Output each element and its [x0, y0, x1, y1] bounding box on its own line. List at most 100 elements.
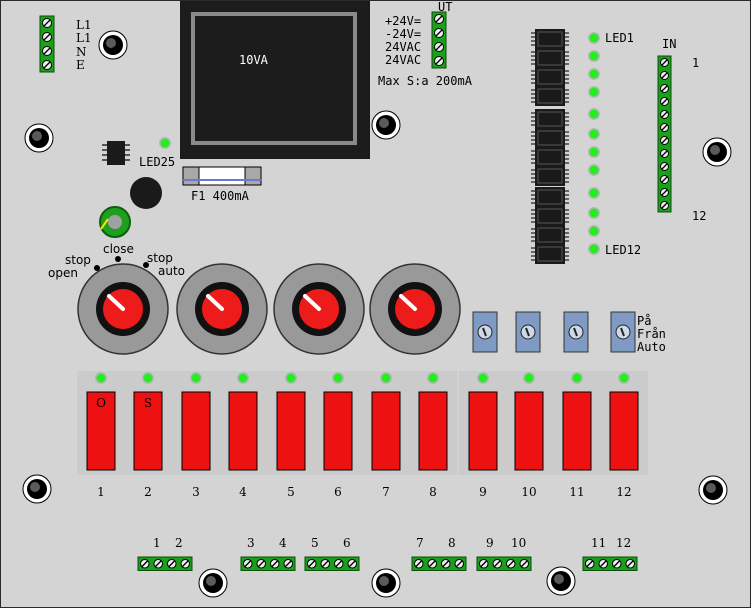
mode-switch-3[interactable]	[563, 311, 589, 353]
out-label-4: 24VAC	[385, 53, 422, 67]
relay-led-2	[142, 372, 154, 384]
relay-number-6: 6	[334, 485, 342, 499]
output-terminal-block-1[interactable]	[137, 556, 193, 571]
knob-position-dot-2	[115, 256, 121, 262]
selector-knob-1[interactable]	[77, 263, 169, 355]
relay-number-8: 8	[429, 485, 437, 499]
trim-potentiometer[interactable]	[99, 206, 131, 238]
led-3	[588, 68, 600, 80]
switch-label-auto: Auto	[637, 340, 666, 354]
power-label-n: N	[76, 45, 87, 59]
relay-number-3: 3	[192, 485, 200, 499]
bottom-terminal-label: 8	[448, 536, 456, 550]
power-terminal[interactable]	[39, 15, 55, 73]
output-terminal-block-5[interactable]	[476, 556, 532, 571]
relay-number-1: 1	[97, 485, 105, 499]
led-1	[588, 32, 600, 44]
relay-mark-2: S	[143, 396, 153, 410]
knob-pos-auto: auto	[158, 264, 186, 278]
relay-number-9: 9	[479, 485, 487, 499]
relay-number-10: 10	[521, 485, 537, 499]
relay-mark-1: O	[96, 396, 106, 410]
relay-led-5	[285, 372, 297, 384]
relay-led-9	[477, 372, 489, 384]
knob-pos-stop-2: stop	[147, 251, 173, 265]
transformer	[180, 1, 370, 159]
knob-position-dot-1	[94, 265, 100, 271]
relay-led-7	[380, 372, 392, 384]
relay-6	[314, 371, 362, 475]
relay-number-5: 5	[287, 485, 295, 499]
relay-number-11: 11	[569, 485, 585, 499]
power-label-l1b: L1	[76, 31, 92, 45]
relay-2	[124, 371, 172, 475]
relay-7	[362, 371, 410, 475]
relay-12	[600, 371, 648, 475]
mounting-hole-1	[98, 30, 128, 60]
driver-ic-group-2	[531, 109, 569, 186]
switch-label-pa: På	[637, 314, 652, 328]
bottom-terminal-label: 5	[311, 536, 319, 550]
output-terminal-block-4[interactable]	[411, 556, 467, 571]
bottom-terminal-label: 10	[511, 536, 527, 550]
mounting-hole-7	[198, 568, 228, 598]
mode-switch-2[interactable]	[515, 311, 541, 353]
selector-knob-2[interactable]	[176, 263, 268, 355]
mounting-hole-8	[371, 568, 401, 598]
led-7	[588, 146, 600, 158]
input-terminal[interactable]	[657, 55, 672, 213]
led-6	[588, 128, 600, 140]
in-terminal-first: 1	[692, 56, 700, 70]
switch-label-fran: Från	[637, 327, 666, 341]
led-9	[588, 187, 600, 199]
out-terminal[interactable]	[431, 11, 447, 69]
led25-label: LED25	[139, 155, 176, 169]
relay-number-12: 12	[616, 485, 632, 499]
out-label-1: +24V=	[385, 14, 422, 28]
led25	[159, 137, 171, 149]
fuse-label: F1 400mA	[191, 189, 249, 203]
led-11	[588, 225, 600, 237]
knob-position-dot-3	[143, 262, 149, 268]
driver-ic-group-1	[531, 29, 569, 106]
output-terminal-block-2[interactable]	[240, 556, 296, 571]
led-4	[588, 86, 600, 98]
driver-ic-group-3	[531, 187, 569, 264]
bottom-terminal-label: 2	[175, 536, 183, 550]
buzzer	[130, 177, 162, 209]
led-2	[588, 50, 600, 62]
bottom-terminal-label: 11	[591, 536, 607, 550]
relay-led-6	[332, 372, 344, 384]
selector-knob-3[interactable]	[273, 263, 365, 355]
relay-led-12	[618, 372, 630, 384]
out-label-3: 24VAC	[385, 40, 422, 54]
output-terminal-block-6[interactable]	[582, 556, 638, 571]
ic-chip	[102, 141, 130, 165]
mounting-hole-6	[698, 475, 728, 505]
mode-switch-4[interactable]	[610, 311, 636, 353]
mounting-hole-3	[371, 110, 401, 140]
out-label-2: -24V=	[385, 27, 422, 41]
power-label-l1a: L1	[76, 18, 92, 32]
bottom-terminal-label: 4	[279, 536, 287, 550]
relay-number-7: 7	[382, 485, 390, 499]
led-10	[588, 207, 600, 219]
knob-pos-close: close	[103, 242, 134, 256]
transformer-label: 10VA	[239, 53, 268, 67]
out-max-note: Max S:a 200mA	[378, 74, 472, 88]
mounting-hole-4	[702, 137, 732, 167]
relay-led-3	[190, 372, 202, 384]
relay-3	[172, 371, 220, 475]
mode-switch-1[interactable]	[472, 311, 498, 353]
bottom-terminal-label: 12	[616, 536, 632, 550]
bottom-terminal-label: 9	[486, 536, 494, 550]
out-terminal-title: UT	[438, 0, 453, 14]
bottom-terminal-label: 7	[416, 536, 424, 550]
relay-number-2: 2	[144, 485, 152, 499]
mounting-hole-2	[24, 123, 54, 153]
knob-pos-stop-1: stop	[65, 253, 91, 267]
relay-8	[409, 371, 457, 475]
output-terminal-block-3[interactable]	[304, 556, 360, 571]
selector-knob-4[interactable]	[369, 263, 461, 355]
